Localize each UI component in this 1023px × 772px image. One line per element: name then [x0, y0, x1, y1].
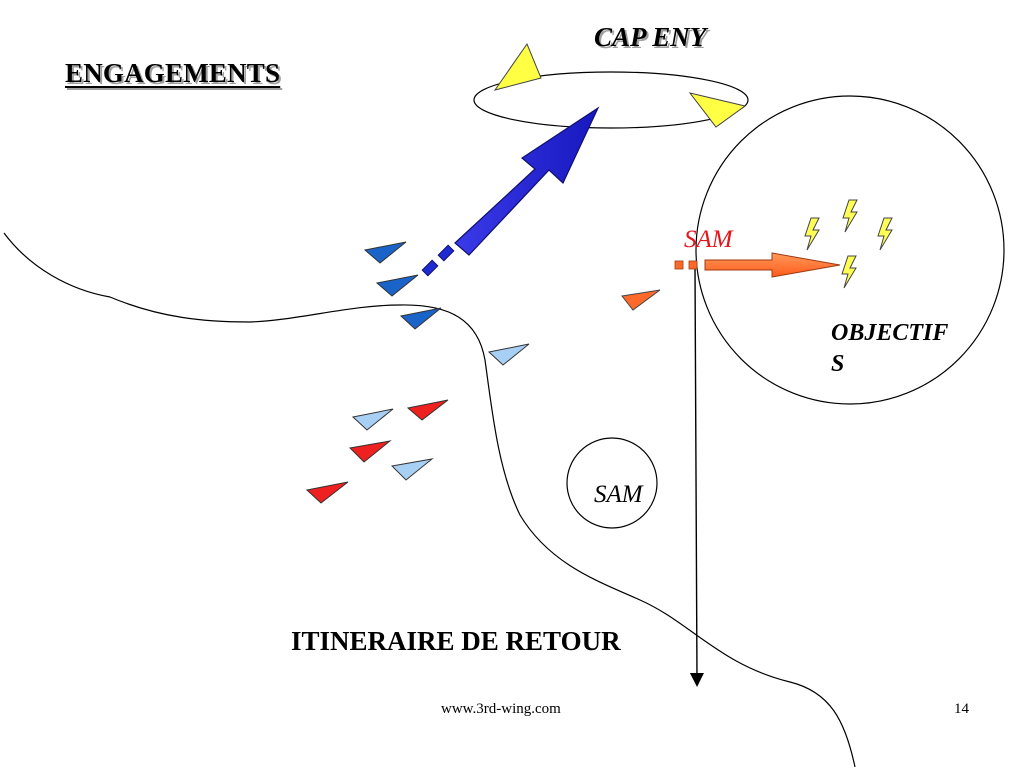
sam-aircraft-icon [621, 289, 661, 311]
attack-arrow-dash [421, 259, 439, 277]
sam-arrow-dash [674, 260, 684, 270]
objectives-label-line1: OBJECTIF [831, 320, 949, 346]
objectives-label: OBJECTIF S [831, 318, 948, 380]
sam-arrow [704, 252, 841, 278]
objectives-zone [695, 95, 1005, 405]
return-route-label: ITINERAIRE DE RETOUR [291, 626, 621, 656]
friendly-aircraft-light-icon [390, 458, 434, 481]
friendly-aircraft-red-icon [406, 399, 449, 421]
return-route-arrow [689, 267, 704, 687]
lightning-icon [877, 217, 893, 251]
friendly-aircraft-dark-icon [399, 307, 442, 330]
cap-eny-label: CAP ENY [594, 22, 707, 52]
objectives-label-line2: S [831, 351, 845, 377]
enemy-cap-aircraft-icon [493, 42, 542, 91]
attack-arrow-dash [437, 244, 455, 262]
sam-arrow-dash [688, 260, 698, 270]
sam-zone [566, 437, 658, 529]
slide-title: ENGAGEMENTS [65, 58, 281, 88]
friendly-aircraft-red-icon [348, 440, 392, 463]
sam-top-label: SAM [684, 226, 733, 253]
enemy-cap-aircraft-icon [688, 92, 747, 128]
lightning-icon [804, 217, 820, 251]
lightning-icon [842, 199, 858, 233]
friendly-aircraft-red-icon [305, 481, 349, 504]
friendly-aircraft-light-icon [487, 343, 530, 366]
friendly-aircraft-dark-icon [375, 274, 419, 297]
friendly-aircraft-dark-icon [363, 241, 407, 264]
sam-bottom-label: SAM [594, 481, 643, 508]
attack-arrow [454, 106, 600, 256]
page-number: 14 [954, 701, 969, 717]
front-line [3, 232, 856, 768]
footer-url: www.3rd-wing.com [441, 701, 561, 717]
friendly-aircraft-light-icon [351, 408, 394, 431]
enemy-cap-orbit [473, 71, 749, 129]
lightning-icon [841, 255, 857, 289]
